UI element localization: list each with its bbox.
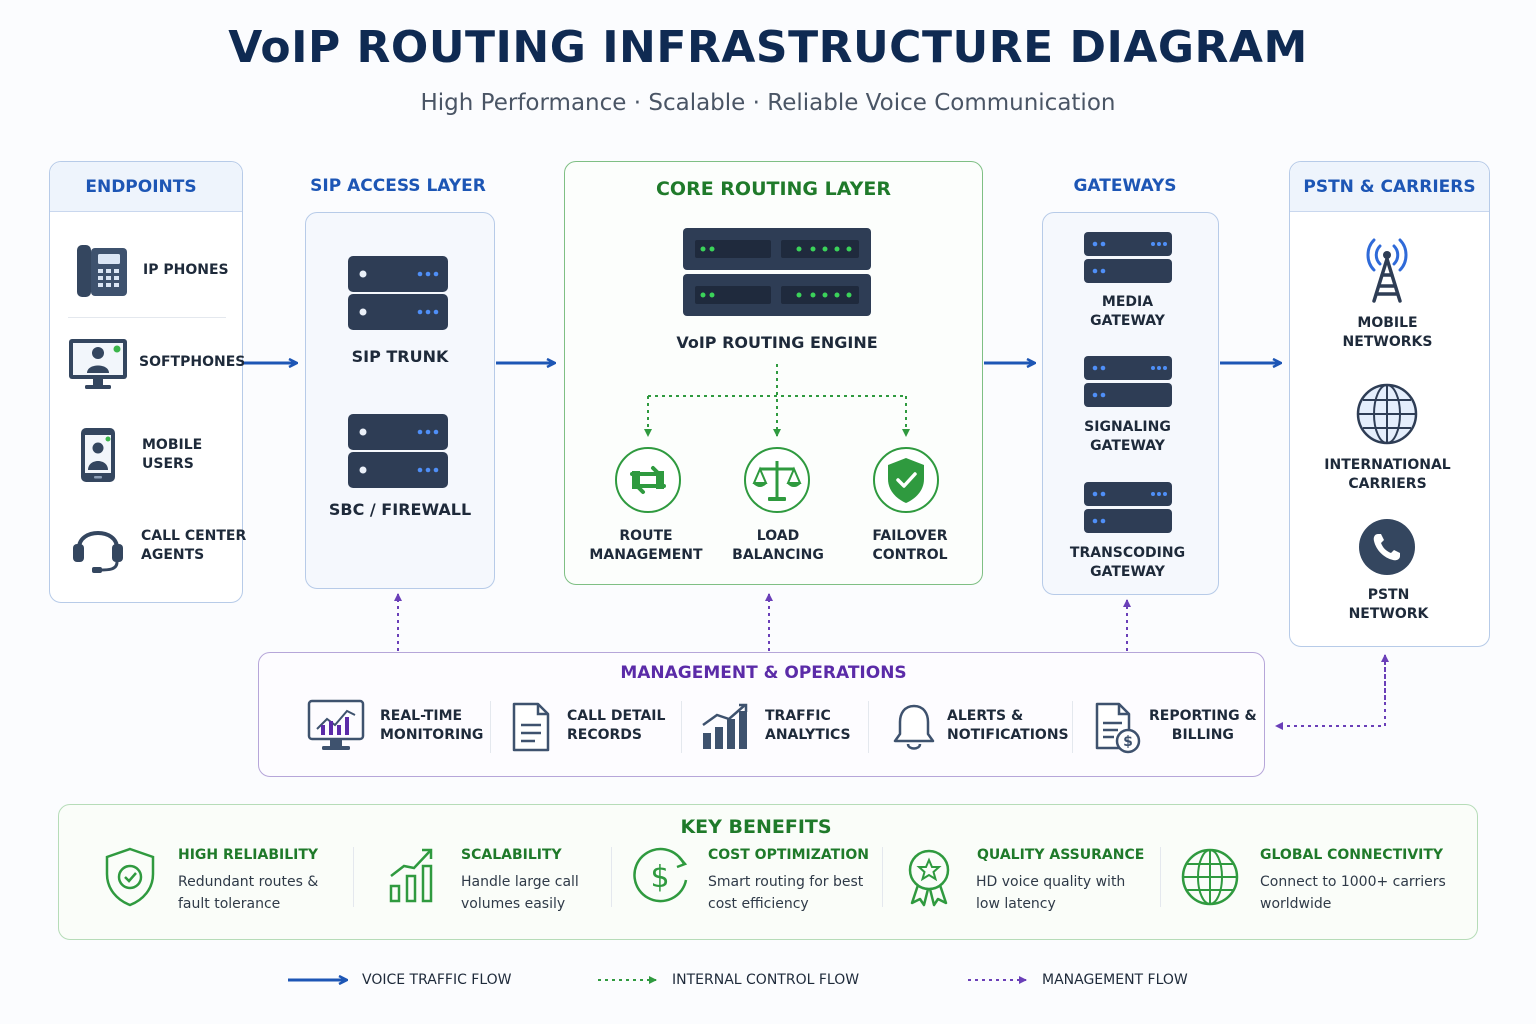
shield-check-icon [105,847,155,907]
ip-phone-icon [77,245,127,297]
routing-engine-server-icon [683,228,871,316]
transcoding-gateway-server-icon [1084,482,1172,533]
softphone-icon [69,339,127,389]
management-heading: MANAGEMENT & OPERATIONS [620,663,907,683]
pstn-phone-icon [1359,519,1415,575]
sip-access-heading: SIP ACCESS LAYER [310,176,486,196]
monitor-chart-icon [307,699,365,750]
divider [1072,701,1073,753]
bell-icon [893,704,935,750]
media-gateway-server-icon [1084,232,1172,283]
benefit-description: Connect to 1000+ carriers worldwide [1260,874,1446,912]
divider [681,701,682,753]
endpoints-panel: ENDPOINTS [49,161,243,603]
pstn-network-label: PSTN NETWORK [1348,587,1429,622]
cost-dollar-icon: $ [633,847,688,903]
sbc-firewall-label: SBC / FIREWALL [328,500,472,519]
real-time-monitoring-label: REAL-TIME MONITORING [380,708,484,743]
transcoding-gateway-label: TRANSCODING GATEWAY [1069,545,1186,580]
endpoint-mobile-users-label: MOBILE USERS [142,437,203,472]
benefit-description: Handle large call volumes easily [461,874,579,912]
international-carriers-label: INTERNATIONAL CARRIERS [1324,457,1451,492]
gateways-heading: GATEWAYS [1073,176,1177,196]
cell-tower-icon [1366,238,1408,303]
quality-badge-icon [908,849,950,907]
sip-trunk-label: SIP TRUNK [351,347,449,366]
page-subtitle: High Performance · Scalable · Reliable V… [420,90,1116,116]
benefit-description: Smart routing for best cost efficiency [708,874,864,912]
page-title: VoIP ROUTING INFRASTRUCTURE DIAGRAM [228,22,1308,73]
divider [490,701,491,753]
benefit-description: Redundant routes & fault tolerance [178,874,319,912]
load-balancing-icon [744,447,810,513]
legend-management-label: MANAGEMENT FLOW [1042,972,1188,988]
analytics-chart-icon [702,703,748,749]
route-management-icon [615,447,681,513]
routing-engine-label: VoIP ROUTING ENGINE [676,333,878,352]
legend-voice-label: VOICE TRAFFIC FLOW [362,972,512,988]
load-balancing-label: LOAD BALANCING [732,528,824,563]
globe-network-icon [1181,848,1239,906]
globe-icon [1356,383,1418,445]
divider [1160,847,1161,907]
svg-text:$: $ [1123,734,1133,750]
divider [868,701,869,753]
key-benefits-heading: KEY BENEFITS [680,816,832,838]
divider [882,847,883,907]
benefit-title: SCALABILITY [461,847,562,863]
failover-control-label: FAILOVER CONTROL [872,528,948,563]
alerts-notifications-label: ALERTS & NOTIFICATIONS [947,708,1069,743]
core-routing-heading: CORE ROUTING LAYER [655,178,892,200]
divider [611,847,612,907]
sbc-firewall-server-icon [348,414,448,488]
key-benefits-panel [58,804,1478,940]
endpoint-softphones-label: SOFTPHONES [139,354,246,370]
core-routing-panel [564,161,983,585]
call-detail-records-label: CALL DETAIL RECORDS [567,708,666,743]
route-management-label: ROUTE MANAGEMENT [589,528,703,563]
legend-control-label: INTERNAL CONTROL FLOW [672,972,860,988]
sip-trunk-server-icon [348,256,448,330]
benefit-title: HIGH RELIABILITY [178,847,319,863]
signaling-gateway-label: SIGNALING GATEWAY [1084,419,1171,454]
signaling-gateway-server-icon [1084,356,1172,407]
pstn-heading: PSTN & CARRIERS [1290,162,1489,212]
mobile-user-icon [81,428,115,482]
svg-text:$: $ [650,860,669,895]
endpoint-call-center-label: CALL CENTER AGENTS [141,528,247,563]
billing-document-icon: $ [1095,702,1141,754]
endpoint-ip-phones-label: IP PHONES [143,262,229,278]
benefit-title: COST OPTIMIZATION [708,847,870,863]
media-gateway-label: MEDIA GATEWAY [1090,294,1165,329]
divider [68,317,226,318]
reporting-billing-label: REPORTING & BILLING [1149,708,1257,743]
benefit-description: HD voice quality with low latency [976,874,1126,912]
divider [353,847,354,907]
headset-icon [73,531,123,573]
benefit-title: QUALITY ASSURANCE [977,847,1145,863]
traffic-analytics-label: TRAFFIC ANALYTICS [765,708,851,743]
growth-chart-icon [389,848,433,903]
endpoints-heading: ENDPOINTS [50,162,242,212]
document-icon [512,702,550,752]
mobile-networks-label: MOBILE NETWORKS [1342,315,1433,350]
benefit-title: GLOBAL CONNECTIVITY [1260,847,1444,863]
failover-shield-icon [873,447,939,513]
